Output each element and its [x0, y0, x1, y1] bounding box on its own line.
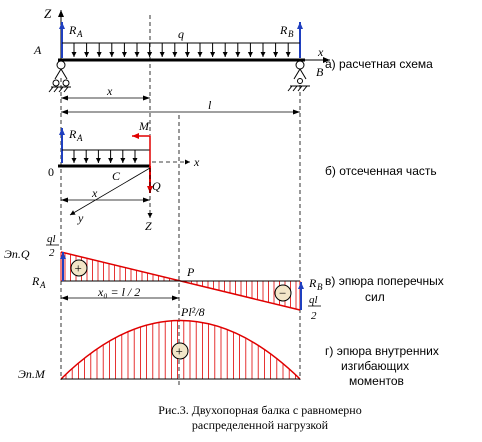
- caption-line-1: Рис.3. Двухопорная балка с равномерно: [158, 403, 362, 417]
- section-g-label-line1: г) эпюра внутренних: [325, 344, 439, 358]
- cut-ra-label: R: [68, 127, 77, 141]
- reaction-ra-label: R: [68, 23, 77, 37]
- point-p-label: P: [186, 265, 195, 279]
- moment-plus-sign: +: [176, 344, 183, 359]
- cut-z-axis-label: Z: [145, 219, 152, 233]
- shear-ql2-numerator: ql: [309, 294, 318, 306]
- section-g-label-line3: моментов: [349, 374, 404, 388]
- moment-arrow: [132, 133, 151, 166]
- point-b-label: B: [316, 65, 324, 79]
- moment-diagram: Pl²/8 Эп.M +: [18, 305, 301, 381]
- moment-plus-circle: [171, 342, 189, 360]
- cut-ra-sub: A: [76, 133, 83, 143]
- support-a: [48, 60, 71, 93]
- dim-x-label: x: [106, 84, 113, 98]
- minus-sign-circle: [274, 284, 292, 302]
- shear-diagram: R A R B Эп.Q ql 2 ql 2 + − P x₀ = l / 2: [4, 233, 323, 322]
- section-g-label-line2: изгибающих: [341, 359, 410, 373]
- section-v-label-line2: сил: [365, 290, 385, 304]
- shear-ra-sub: A: [39, 280, 46, 290]
- cut-y-axis-label: y: [77, 211, 84, 225]
- origin-label: 0: [48, 165, 54, 179]
- shear-ra-label: R: [31, 274, 40, 288]
- support-b: [287, 60, 310, 92]
- reaction-ra-sub: A: [76, 29, 83, 39]
- dim-l-label: l: [208, 98, 212, 112]
- reaction-rb-label: R: [279, 23, 288, 37]
- moment-max-label: Pl²/8: [180, 305, 205, 319]
- cut-distributed-load: [71, 150, 138, 163]
- reaction-rb-sub: B: [288, 29, 294, 39]
- moment-label: M: [138, 119, 150, 133]
- shear-ql2-denominator: 2: [311, 310, 317, 322]
- shear-diagram-label: Эп.Q: [4, 247, 30, 261]
- moment-diagram-label: Эп.M: [18, 367, 46, 381]
- plus-sign: +: [75, 261, 82, 276]
- shear-rb-sub: B: [317, 282, 323, 292]
- x0-label: x₀ = l / 2: [97, 285, 140, 299]
- plus-sign-circle: [70, 259, 88, 277]
- caption-line-2: распределенной нагрузкой: [191, 418, 329, 432]
- cut-y-axis: [69, 167, 151, 216]
- section-v-label-line1: в) эпюра поперечных: [325, 274, 444, 288]
- section-a-label: а) расчетная схема: [325, 57, 433, 71]
- distributed-load: [71, 43, 291, 57]
- section-b-label: б) отсеченная часть: [325, 164, 437, 178]
- shear-ql-denominator: 2: [49, 247, 55, 259]
- cut-x-axis-label: x: [193, 155, 200, 169]
- cut-part: R A 0 M Q x Z y C x: [48, 119, 200, 233]
- cut-dim-x-label: x: [91, 186, 98, 200]
- shear-force-label: Q: [152, 179, 161, 193]
- load-q-label: q: [178, 27, 184, 41]
- minus-sign: −: [279, 286, 286, 301]
- shear-ql-numerator: ql: [47, 233, 56, 245]
- moment-hatching: [65, 320, 296, 379]
- calculation-scheme: Z R A R B q x A B: [33, 6, 330, 115]
- point-c-label: C: [112, 169, 121, 183]
- figure-caption: Рис.3. Двухопорная балка с равномерно ра…: [100, 403, 420, 433]
- x-axis-label: x: [317, 45, 324, 59]
- moment-parabola: [60, 319, 301, 380]
- point-a-label: A: [33, 43, 42, 57]
- shear-rb-label: R: [308, 276, 317, 290]
- z-axis-label: Z: [44, 6, 52, 21]
